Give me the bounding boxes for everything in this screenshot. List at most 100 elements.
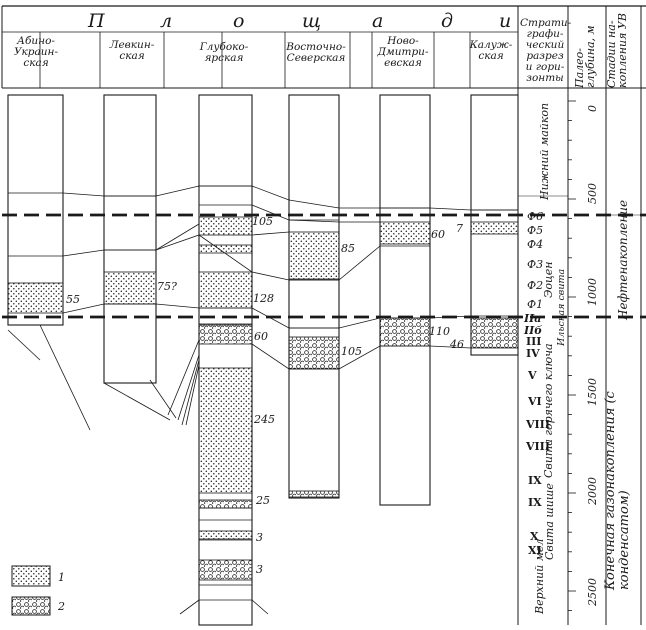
stage-gas: Конечная газонакопления (с конденсатом) (603, 391, 632, 590)
horizon-label: IIа (524, 312, 542, 325)
thickness-label: 128 (253, 292, 274, 305)
lithology-layer (379, 221, 431, 245)
fault-line (179, 599, 200, 615)
area-name: Калуж- ская (469, 39, 513, 62)
paleo-depth-header: Палео- глубина, м (573, 25, 597, 88)
fault-line (251, 599, 269, 615)
horizon-label: VIII (526, 418, 550, 431)
fault-line (103, 382, 171, 421)
thickness-label: 55 (66, 293, 80, 306)
lithology-layer (198, 367, 253, 494)
thickness-label: 60 (431, 228, 445, 241)
horizon-label: V (528, 369, 537, 382)
correlation-line (251, 231, 290, 236)
well-column (103, 94, 157, 384)
lithology-layer (198, 244, 253, 254)
thickness-label: 3 (256, 563, 263, 576)
thickness-label: 60 (254, 330, 268, 343)
stage-oil: Нефтенакопление (616, 199, 630, 320)
legend-label: 2 (58, 600, 65, 613)
lithology-layer (198, 559, 253, 581)
areas-title-letter: П (88, 10, 105, 32)
lithology-layer (103, 271, 157, 305)
horizon-label: Ф6 (527, 210, 544, 223)
unit-maikop: Нижний майкоп (538, 102, 551, 200)
thickness-label: 3 (256, 531, 263, 544)
lithology-layer (288, 231, 340, 280)
horizon-label: X (530, 530, 539, 543)
lithology-layer (198, 323, 253, 345)
lithology-layer (198, 271, 253, 309)
thickness-label: 105 (341, 345, 362, 358)
well-column (470, 94, 519, 356)
well-column (288, 94, 340, 499)
areas-title-letter: о (233, 10, 245, 32)
thickness-label: 25 (256, 494, 270, 507)
depth-tick-label: 1500 (586, 378, 599, 406)
fault-line (7, 329, 41, 361)
horizon-label: VIII (526, 440, 550, 453)
fault-line (149, 379, 177, 419)
depth-tick-label: 0 (586, 105, 599, 112)
thickness-label: 110 (429, 325, 450, 338)
lithology-layer (198, 499, 253, 509)
lithology-layer (198, 530, 253, 540)
correlation-line (62, 185, 518, 211)
horizon-label: IX (528, 496, 542, 509)
thickness-label: 105 (252, 215, 273, 228)
thickness-label: 46 (450, 338, 464, 351)
unit-gorchiy-klyuch: Свита горячего ключа (542, 343, 555, 478)
correlation-line (251, 343, 472, 370)
horizon-label: IX (528, 474, 542, 487)
fault-line (177, 354, 200, 421)
well-column (198, 94, 253, 626)
horizon-label: Ф4 (527, 238, 544, 251)
strat-column-header: Страти- графи- ческий разрез и гори- зон… (520, 17, 572, 84)
thickness-label: 75? (157, 280, 177, 293)
unit-eocene: Эоцен (542, 261, 555, 298)
areas-title-letter: л (160, 10, 173, 32)
well-column (7, 94, 64, 326)
horizon-label: III (526, 335, 542, 348)
lithology-layer (379, 317, 431, 347)
horizon-label: Ф3 (527, 258, 544, 271)
stages-header: Стадии на- копления УВ (605, 13, 629, 88)
thickness-label: 7 (456, 222, 463, 235)
area-name: Ново- Дмитри- евская (377, 35, 429, 69)
fault-line (39, 324, 91, 431)
areas-title-letter: и (499, 10, 512, 32)
depth-tick-label: 500 (586, 183, 599, 204)
correlation-line (155, 223, 200, 251)
horizon-label: Ф2 (527, 279, 544, 292)
horizon-label: IIб (524, 324, 543, 337)
thickness-label: 85 (341, 242, 355, 255)
horizon-label: XI (528, 544, 542, 557)
correlation-line (251, 204, 380, 223)
legend-label: 1 (58, 571, 65, 584)
lithology-layer (7, 282, 64, 314)
area-name: Глубоко- ярская (199, 41, 249, 64)
lithology-layer (470, 221, 519, 235)
area-name: Левкин- ская (109, 39, 155, 62)
lithology-layer (198, 216, 253, 236)
fault-line (167, 339, 200, 416)
area-name: Абино- Украин- ская (13, 35, 59, 69)
unit-ilsk: Ильская свита (556, 268, 567, 346)
thickness-label: 245 (254, 413, 275, 426)
fault-line (185, 364, 200, 426)
legend-swatch-circles (11, 596, 51, 616)
horizon-label: Ф5 (527, 224, 544, 237)
horizon-label: VI (528, 395, 542, 408)
depth-tick-label: 2000 (586, 477, 599, 505)
area-name: Восточно- Северская (286, 41, 346, 64)
areas-title-letter: д (441, 10, 454, 32)
horizon-label: Ф1 (527, 298, 544, 311)
lithology-layer (470, 317, 519, 349)
fault-line (181, 359, 200, 426)
lithology-layer (288, 336, 340, 370)
depth-tick-label: 2500 (586, 578, 599, 606)
depth-tick-label: 1000 (586, 278, 599, 306)
well-column (379, 94, 431, 506)
lithology-layer (288, 490, 340, 498)
